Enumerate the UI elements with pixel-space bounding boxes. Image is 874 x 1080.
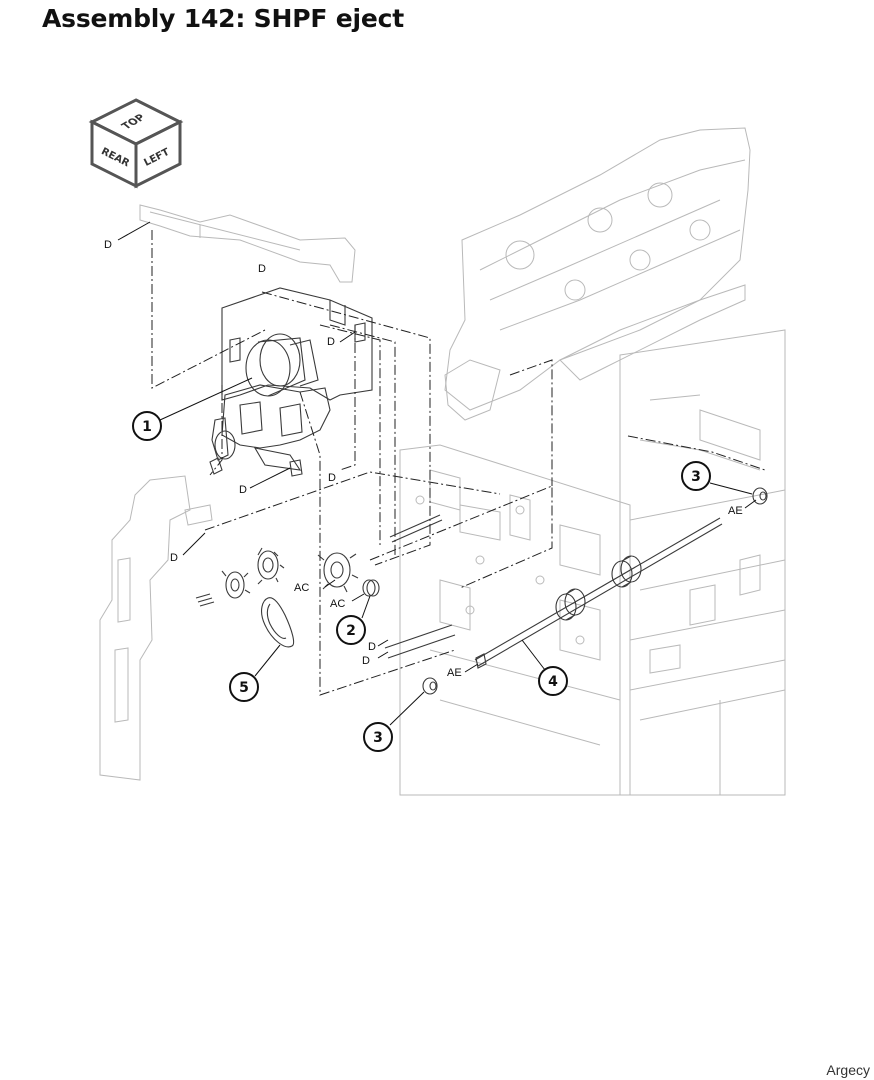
callout-3-left: 3 [363, 722, 393, 752]
callout-4: 4 [538, 666, 568, 696]
callout-3-right: 3 [681, 461, 711, 491]
page-title: Assembly 142: SHPF eject [42, 4, 404, 33]
label-d: D [327, 336, 335, 348]
label-d: D [239, 484, 247, 496]
callout-1-number: 1 [142, 419, 152, 435]
label-ae: AE [447, 667, 462, 679]
alignment-lines [151, 230, 766, 696]
label-d: D [258, 263, 266, 275]
label-d: D [104, 239, 112, 251]
callout-2: 2 [336, 615, 366, 645]
screw-labels: D D D D D D D D AC AC AE AE [104, 239, 743, 679]
ghost-frame-background [99, 127, 786, 796]
brand-watermark: Argecy [826, 1062, 870, 1078]
eject-roller-shaft [384, 487, 768, 695]
drive-motor-assembly [209, 287, 373, 477]
callout-5-number: 5 [239, 680, 249, 696]
label-d: D [362, 655, 370, 667]
callout-3-left-number: 3 [373, 730, 383, 746]
label-ac: AC [294, 582, 309, 594]
label-ac: AC [330, 598, 345, 610]
label-d: D [170, 552, 178, 564]
label-d: D [368, 641, 376, 653]
callout-5: 5 [229, 672, 259, 702]
orientation-cube-icon: TOP REAR LEFT [88, 98, 184, 189]
leader-lines [117, 221, 757, 726]
label-ae: AE [728, 505, 743, 517]
callout-2-number: 2 [346, 623, 356, 639]
callout-4-number: 4 [548, 674, 558, 690]
gear-cluster [195, 547, 380, 648]
callout-1: 1 [132, 411, 162, 441]
label-d: D [328, 472, 336, 484]
callout-3-right-number: 3 [691, 469, 701, 485]
